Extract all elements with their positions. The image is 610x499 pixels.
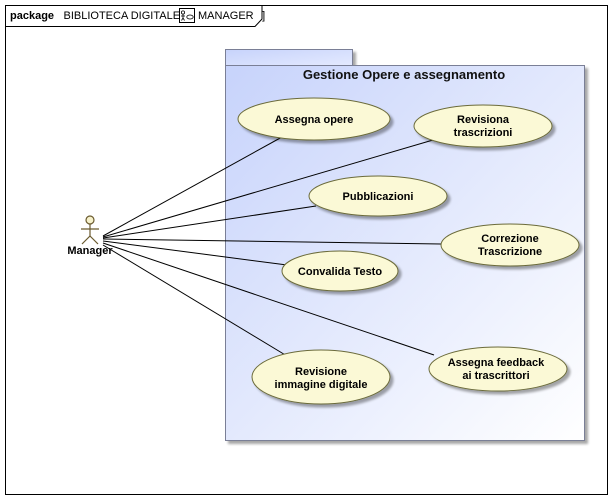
frame-bracket-close: ]	[262, 10, 265, 22]
frame-diagram-heading: MANAGER ]	[198, 6, 265, 23]
use-case-label: Trascrizione	[478, 246, 542, 258]
use-case-pubblicazioni[interactable]	[308, 175, 448, 217]
use-case-label: trascrizioni	[454, 127, 513, 139]
system-title: Gestione Opere e assegnamento	[303, 67, 505, 82]
association-revisione-immagine	[102, 244, 288, 357]
association-assegna-feedback	[102, 242, 435, 356]
use-case-label: Revisione	[295, 366, 347, 378]
use-case-assegna-opere[interactable]	[237, 97, 391, 141]
use-case-label: Correzione	[481, 233, 538, 245]
use-case-revisiona-trascrizioni[interactable]	[413, 104, 553, 148]
association-pubblicazioni	[102, 205, 317, 239]
association-convalida-testo	[102, 240, 288, 266]
frame-tab	[5, 5, 263, 27]
use-case-assegna-feedback[interactable]	[428, 346, 568, 392]
associations	[102, 136, 442, 357]
use-case-convalida-testo[interactable]	[281, 250, 399, 292]
use-case-label: ai trascrittori	[462, 370, 529, 382]
system-boundary-tab	[225, 49, 353, 66]
use-case-shapes	[237, 97, 580, 405]
frame-diagram-name: MANAGER	[198, 10, 254, 22]
actor-label: Manager	[67, 245, 113, 257]
association-revisiona-trascrizioni	[102, 139, 434, 238]
use-case-label: Convalida Testo	[298, 266, 382, 278]
use-case-label: Assegna feedback	[448, 357, 545, 369]
use-case-revisione-immagine[interactable]	[251, 349, 391, 405]
frame-package-name: BIBLIOTECA DIGITALE	[63, 10, 180, 22]
association-correzione-trascrizione	[102, 238, 442, 245]
association-assegna-opere	[102, 136, 283, 237]
frame-keyword: package	[10, 10, 54, 22]
frame-heading: package BIBLIOTECA DIGITALE [	[10, 6, 191, 23]
use-case-label: immagine digitale	[275, 379, 368, 391]
use-case-correzione-trascrizione[interactable]	[440, 223, 580, 267]
use-case-diagram-icon	[179, 8, 195, 23]
use-case-label: Assegna opere	[275, 114, 354, 126]
stick-figure-actor-icon[interactable]	[81, 215, 99, 245]
use-case-label: Pubblicazioni	[343, 191, 414, 203]
use-case-label: Revisiona	[457, 114, 510, 126]
